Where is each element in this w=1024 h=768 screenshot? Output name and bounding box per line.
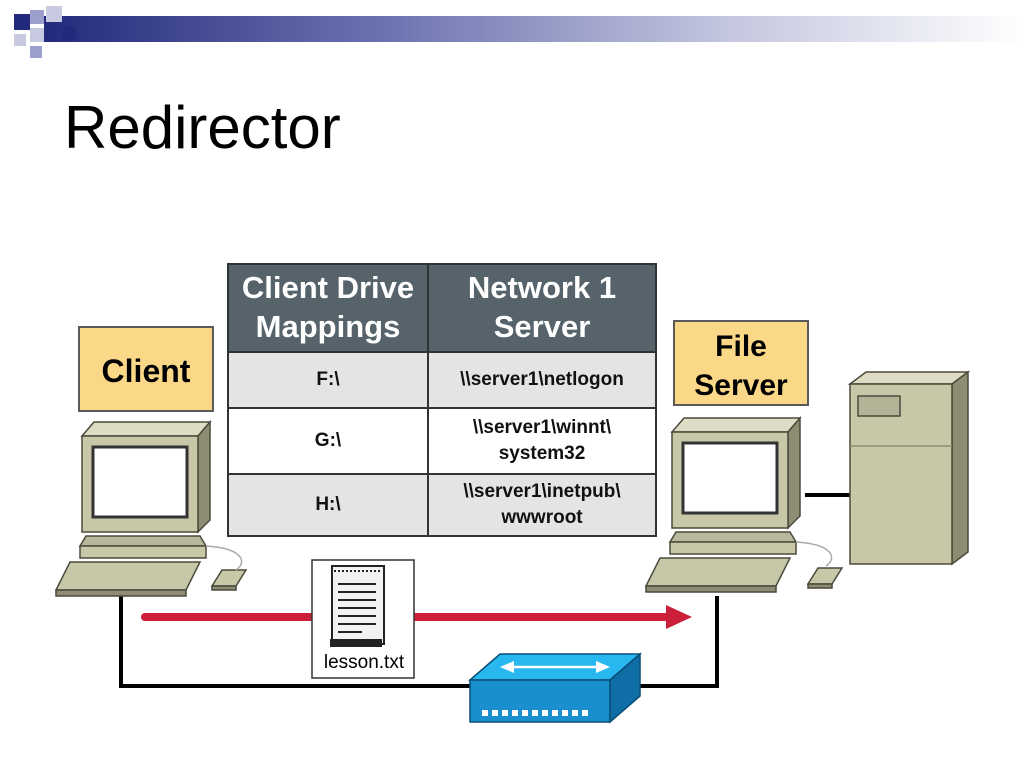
drive-letter-cell: G:\ xyxy=(227,407,429,475)
client-computer-icon xyxy=(54,419,248,597)
server-path-line2: system32 xyxy=(498,443,586,464)
data-flow-arrow xyxy=(141,605,692,629)
decoration-square xyxy=(62,26,76,40)
server-path-cell: \\server1\inetpub\ wwwroot xyxy=(427,473,657,537)
drive-letter-cell: H:\ xyxy=(227,473,429,537)
file-server-label: File Server xyxy=(673,320,809,406)
header-col1-line1: Client Drive xyxy=(241,270,415,306)
decoration-square xyxy=(30,28,44,42)
server-tower-icon xyxy=(847,370,971,566)
header-col1-line2: Mappings xyxy=(255,309,401,344)
drive-mapping-table: Client Drive Mappings Network 1 Server F… xyxy=(227,263,657,537)
decoration-square xyxy=(30,10,44,24)
decoration-square xyxy=(30,46,42,58)
header-col2-line2: Server xyxy=(493,309,591,344)
drive-letter-cell: F:\ xyxy=(227,351,429,409)
server-path-line1: \\server1\winnt\ xyxy=(472,417,612,439)
network-cabling xyxy=(119,493,852,688)
server-path-line1: \\server1\inetpub\ xyxy=(463,481,621,503)
table-row: F:\ \\server1\netlogon xyxy=(227,351,657,409)
decoration-square xyxy=(14,14,30,30)
server-path-line1: \\server1\netlogon xyxy=(460,369,624,391)
title-decoration-bar xyxy=(44,16,1024,42)
slide-title: Redirector xyxy=(64,94,341,161)
table-header-row: Client Drive Mappings Network 1 Server xyxy=(227,263,657,353)
table-row: G:\ \\server1\winnt\ system32 xyxy=(227,407,657,475)
file-server-icon xyxy=(644,415,844,593)
document-filename-label: lesson.txt xyxy=(323,652,405,673)
header-client-drive-mappings: Client Drive Mappings xyxy=(227,263,429,353)
network-hub-icon xyxy=(467,652,643,724)
client-label: Client xyxy=(78,326,214,412)
server-path-cell: \\server1\winnt\ system32 xyxy=(427,407,657,475)
header-network-server: Network 1 Server xyxy=(427,263,657,353)
decoration-square xyxy=(14,34,26,46)
server-path-cell: \\server1\netlogon xyxy=(427,351,657,409)
table-row: H:\ \\server1\inetpub\ wwwroot xyxy=(227,473,657,537)
file-server-label-line1: File xyxy=(715,330,767,363)
document-icon xyxy=(311,559,415,679)
server-path-line2: wwwroot xyxy=(501,507,583,528)
decoration-square xyxy=(46,6,62,22)
header-col2-line1: Network 1 xyxy=(467,270,617,306)
file-server-label-line2: Server xyxy=(694,369,788,402)
